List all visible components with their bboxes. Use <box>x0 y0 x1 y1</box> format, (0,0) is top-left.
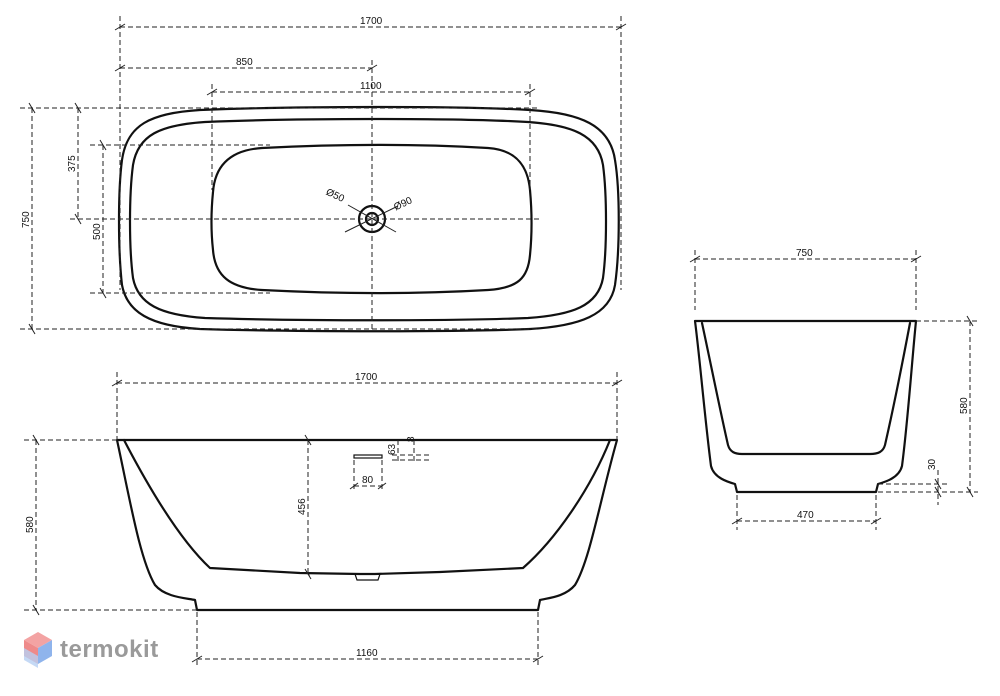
side-inner-depth-label: 456 <box>297 498 308 515</box>
overflow-height-label: 8 <box>406 436 417 442</box>
drain-diameter-90-label: Ø90 <box>392 195 414 213</box>
overflow-offset-label: 63 <box>387 443 398 455</box>
top-view: Ø50 Ø90 1700 850 1100 750 375 <box>20 16 627 335</box>
side-view: 1700 580 456 1160 63 8 80 <box>24 372 623 668</box>
end-base-width-label: 470 <box>797 510 814 521</box>
brand-name: termokit <box>60 636 159 663</box>
side-view-inner-basin <box>122 438 612 576</box>
side-height-label: 580 <box>25 516 36 533</box>
overflow-slot <box>353 454 383 459</box>
top-half-length-label: 850 <box>236 57 253 68</box>
side-overall-length-label: 1700 <box>355 372 378 383</box>
end-overall-width-label: 750 <box>796 248 813 259</box>
side-view-outer-body <box>115 438 619 612</box>
top-half-width-label: 375 <box>67 155 78 172</box>
top-overall-width-label: 750 <box>21 211 32 228</box>
brand-logo-icon <box>24 632 52 668</box>
overflow-width-label: 80 <box>362 475 374 486</box>
drain-diameter-50-label: Ø50 <box>324 187 346 205</box>
end-height-label: 580 <box>959 397 970 414</box>
end-view-inner-basin <box>700 321 912 456</box>
side-base-length-label: 1160 <box>356 648 378 659</box>
end-view-outer-body <box>693 319 918 494</box>
end-base-height-label: 30 <box>927 458 938 470</box>
top-view-basin <box>210 143 533 295</box>
top-overall-length-label: 1700 <box>360 16 383 27</box>
end-view: 750 580 30 470 <box>689 248 978 530</box>
top-inner-width-label: 500 <box>92 223 103 240</box>
top-inner-length-label: 1100 <box>360 81 382 92</box>
top-view-inner-rim <box>128 117 608 322</box>
